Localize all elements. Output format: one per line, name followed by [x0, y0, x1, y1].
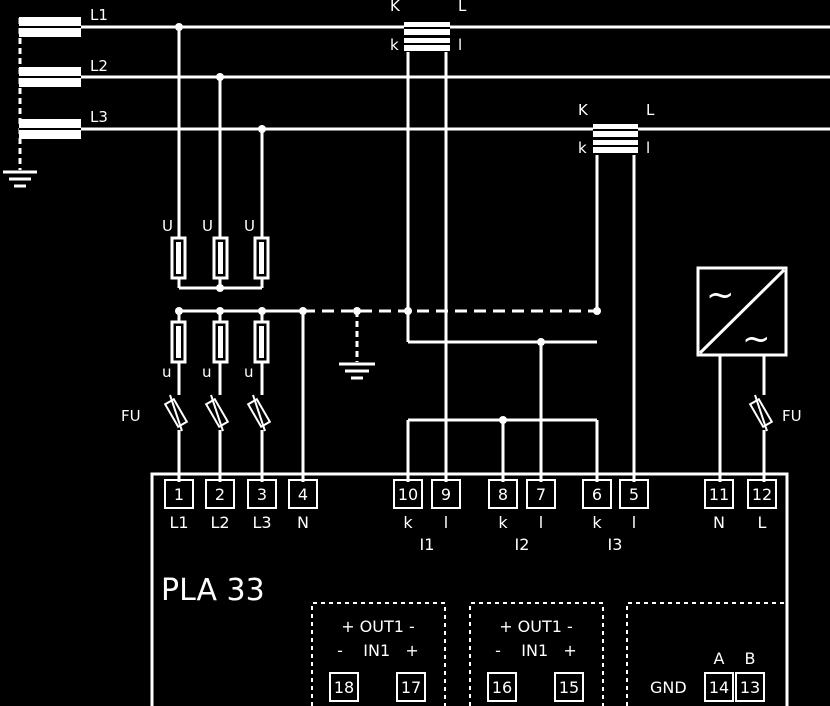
terminal-18: 18: [334, 678, 354, 697]
vt-primary-label-1: U: [162, 217, 173, 235]
terminal-14: 14: [709, 678, 729, 697]
ct-mid-k: k: [578, 139, 587, 157]
module-2-outline: [469, 602, 604, 706]
ct-top-L: L: [458, 0, 467, 15]
vt-primary-label-2: U: [202, 217, 213, 235]
ct-mid-L: L: [646, 101, 655, 119]
terminal-6: 6: [592, 485, 602, 504]
phase-label-l3: L3: [90, 108, 108, 126]
terminal-label-n: N: [297, 513, 309, 532]
terminal-16: 16: [492, 678, 512, 697]
comm-label-a: A: [714, 649, 725, 668]
module-2-in-label: - IN1 +: [495, 641, 577, 660]
module-1-outline: [311, 602, 446, 706]
vt-secondary-label-1: u: [162, 363, 172, 381]
terminal-label-k8: k: [498, 513, 508, 532]
terminal-label-l1: L1: [169, 513, 188, 532]
ct-mid-K: K: [578, 101, 589, 119]
ct-mid-l: l: [646, 139, 650, 157]
module-1-in-label: - IN1 +: [337, 641, 419, 660]
terminal-label-l5: l: [632, 513, 636, 532]
vt-primary-label-3: U: [244, 217, 255, 235]
vt-secondary-label-3: u: [244, 363, 254, 381]
group-label-i2: I2: [515, 535, 530, 554]
comm-label-b: B: [745, 649, 756, 668]
terminal-13: 13: [740, 678, 760, 697]
terminal-17: 17: [401, 678, 421, 697]
group-label-i1: I1: [420, 535, 435, 554]
fuse-3: [246, 394, 272, 432]
terminal-4: 4: [298, 485, 308, 504]
group-label-i3: I3: [608, 535, 623, 554]
ct-top-l: l: [458, 36, 462, 54]
phase-label-l2: L2: [90, 57, 108, 75]
ground-symbol-bus: [339, 362, 375, 380]
ground-symbol-left: [3, 170, 37, 188]
converter-dc-symbol: ~: [742, 319, 771, 359]
terminal-1: 1: [174, 485, 184, 504]
terminal-11: 11: [709, 485, 729, 504]
phase-label-l1: L1: [90, 6, 108, 24]
fuse-label-left: FU: [121, 407, 141, 425]
terminal-label-l3: L3: [252, 513, 271, 532]
terminal-10: 10: [398, 485, 418, 504]
terminal-2: 2: [215, 485, 225, 504]
converter-ac-symbol: ~: [706, 275, 735, 315]
device-title: PLA 33: [161, 573, 265, 608]
terminal-label-k6: k: [592, 513, 602, 532]
comm-label-gnd: GND: [650, 678, 687, 697]
terminal-12: 12: [752, 485, 772, 504]
terminal-7: 7: [536, 485, 546, 504]
module-2-out-label: + OUT1 -: [499, 617, 573, 636]
terminal-5: 5: [629, 485, 639, 504]
terminal-label-l7: l: [539, 513, 543, 532]
fuse-label-right: FU: [782, 407, 802, 425]
fuse-1: [163, 394, 189, 432]
terminal-label-l9: l: [444, 513, 448, 532]
power-converter: [696, 266, 788, 357]
terminal-9: 9: [441, 485, 451, 504]
vt-secondary-label-2: u: [202, 363, 212, 381]
comm-module-outline: [626, 602, 784, 706]
terminal-label-l2: L2: [210, 513, 229, 532]
ct-top-k: k: [390, 36, 399, 54]
module-1-out-label: + OUT1 -: [341, 617, 415, 636]
terminal-label-k10: k: [403, 513, 413, 532]
fuse-4: [748, 394, 774, 432]
fuse-2: [204, 394, 230, 432]
terminal-8: 8: [498, 485, 508, 504]
terminal-label-l12: L: [758, 513, 767, 532]
device-enclosure: [150, 472, 789, 706]
terminal-label-n11: N: [713, 513, 725, 532]
terminal-3: 3: [257, 485, 267, 504]
ct-top-K: K: [390, 0, 401, 15]
terminal-15: 15: [559, 678, 579, 697]
